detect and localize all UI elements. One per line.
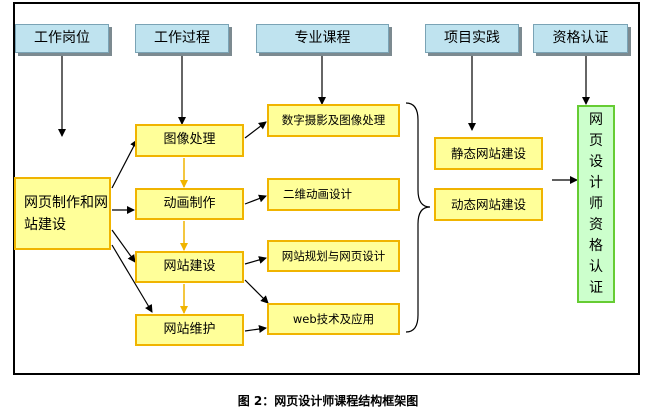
cert-char: 页 <box>589 132 603 149</box>
cert-char: 计 <box>589 174 603 191</box>
cert-char: 网 <box>589 111 603 128</box>
course-2d-animation-label: 二维动画设计 <box>283 187 352 202</box>
course-2d-animation: 二维动画设计 <box>267 178 400 211</box>
process-step-site-maintain-label: 网站维护 <box>163 321 216 337</box>
arrow-job-to-step1 <box>111 139 138 189</box>
job-box-label: 网页制作和网站建设 <box>24 194 108 233</box>
process-step-animation: 动画制作 <box>135 188 244 220</box>
certification-box: 网 页 设 计 师 资 格 认 证 <box>577 105 615 303</box>
process-step-image: 图像处理 <box>135 124 244 157</box>
header-cert-label: 资格认证 <box>552 29 609 46</box>
course-photo-image: 数字摄影及图像处理 <box>267 104 400 137</box>
cert-char: 资 <box>589 216 603 233</box>
arrow-step3-to-course4 <box>244 279 269 304</box>
arrow-step2-to-course2 <box>244 194 267 205</box>
project-dynamic-site-label: 动态网站建设 <box>450 196 526 212</box>
process-step-site-build-label: 网站建设 <box>163 258 216 274</box>
header-process-label: 工作过程 <box>154 29 210 46</box>
course-site-planning: 网站规划与网页设计 <box>267 240 400 272</box>
cert-char: 格 <box>589 237 603 254</box>
arrow-step4-to-course4 <box>244 325 267 333</box>
arrow-step3-to-course3 <box>244 256 267 265</box>
header-process: 工作过程 <box>135 24 229 53</box>
arrow-job-to-step3 <box>111 229 136 263</box>
course-photo-image-label: 数字摄影及图像处理 <box>281 113 386 128</box>
figure-caption: 图 2：网页设计师课程结构框架图 <box>237 394 419 408</box>
header-job-label: 工作岗位 <box>34 29 90 46</box>
header-courses: 专业课程 <box>256 24 389 53</box>
cert-char: 认 <box>589 258 603 275</box>
header-projects-label: 项目实践 <box>444 29 500 46</box>
courses-brace <box>405 102 431 333</box>
process-step-site-maintain: 网站维护 <box>135 314 244 346</box>
course-site-planning-label: 网站规划与网页设计 <box>281 248 386 263</box>
process-step-animation-label: 动画制作 <box>163 195 216 211</box>
project-dynamic-site: 动态网站建设 <box>434 188 543 221</box>
project-static-site-label: 静态网站建设 <box>450 145 526 161</box>
process-step-site-build: 网站建设 <box>135 251 244 283</box>
cert-char: 师 <box>589 195 603 212</box>
arrow-step1-to-course1 <box>244 121 267 139</box>
header-cert: 资格认证 <box>533 24 628 53</box>
process-step-image-label: 图像处理 <box>163 132 216 148</box>
cert-char: 证 <box>589 279 603 296</box>
course-web-tech: web技术及应用 <box>267 303 400 335</box>
arrow-job-to-step4 <box>111 244 153 313</box>
header-projects: 项目实践 <box>425 24 519 53</box>
course-web-tech-label: web技术及应用 <box>292 311 375 326</box>
job-box: 网页制作和网站建设 <box>14 177 111 250</box>
cert-char: 设 <box>589 153 603 170</box>
header-courses-label: 专业课程 <box>294 29 351 46</box>
project-static-site: 静态网站建设 <box>434 137 543 170</box>
header-job: 工作岗位 <box>15 24 109 53</box>
